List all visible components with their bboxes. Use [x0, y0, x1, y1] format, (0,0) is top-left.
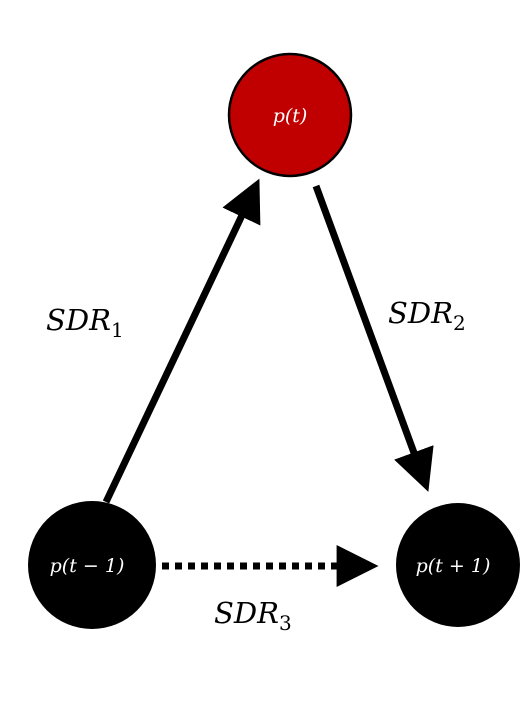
node-p-t-circle	[227, 52, 353, 178]
label-sdr1-subscript: 1	[111, 318, 124, 342]
label-sdr3: SDR3	[214, 596, 292, 635]
node-p-t: p(t)	[227, 52, 353, 178]
node-p-t-label: p(t)	[273, 105, 308, 127]
arrow-sdr2	[312, 184, 434, 492]
label-sdr2-main: SDR	[388, 296, 453, 330]
label-sdr3-subscript: 3	[279, 611, 292, 635]
arrow-sdr1	[102, 178, 261, 504]
label-sdr2-subscript: 2	[453, 311, 466, 335]
label-sdr1: SDR1	[46, 303, 124, 342]
node-p-t-minus-1-label: p(t − 1)	[50, 555, 125, 577]
node-p-t-minus-1: p(t − 1)	[28, 501, 156, 629]
label-sdr3-main: SDR	[214, 596, 279, 630]
node-p-t-plus-1: p(t + 1)	[396, 503, 520, 627]
label-sdr2: SDR2	[388, 296, 466, 335]
node-p-t-minus-1-circle	[28, 501, 156, 629]
node-p-t-plus-1-circle	[396, 503, 520, 627]
node-p-t-plus-1-label: p(t + 1)	[416, 555, 491, 577]
label-sdr1-main: SDR	[46, 303, 111, 337]
